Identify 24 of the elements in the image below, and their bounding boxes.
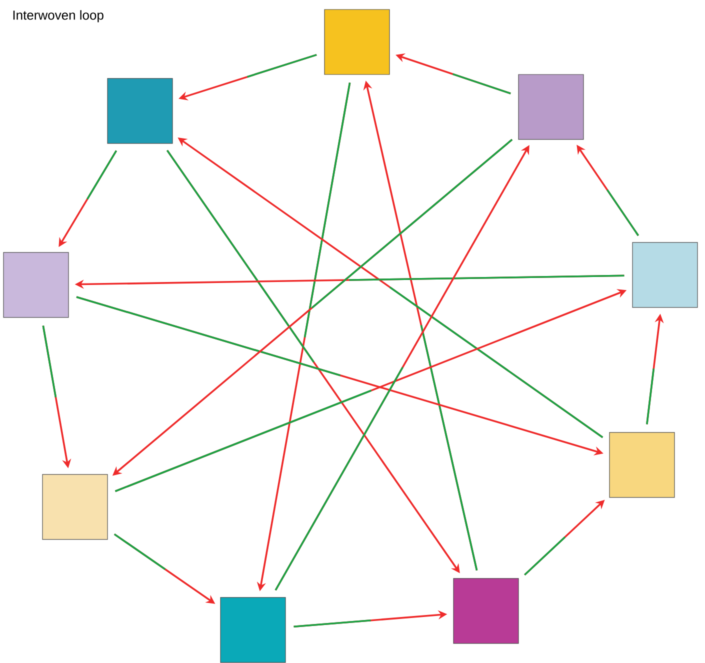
arrow xyxy=(177,136,604,438)
square xyxy=(632,242,698,308)
square xyxy=(609,432,675,498)
square xyxy=(42,474,108,540)
arrow xyxy=(58,150,118,248)
arrow xyxy=(112,138,513,476)
square xyxy=(3,252,69,318)
arrow xyxy=(166,150,461,574)
arrow xyxy=(363,80,478,571)
arrow xyxy=(294,610,448,628)
square xyxy=(453,578,519,644)
arrow xyxy=(576,144,640,236)
arrow xyxy=(114,533,216,605)
arrow xyxy=(274,144,530,591)
arrow xyxy=(114,289,627,492)
arrow xyxy=(42,326,72,468)
arrow xyxy=(524,499,606,576)
arrow xyxy=(74,274,624,289)
square xyxy=(518,74,584,140)
square xyxy=(324,9,390,75)
arrow xyxy=(178,54,317,100)
square xyxy=(107,78,173,144)
title: Interwoven loop xyxy=(13,10,104,22)
square xyxy=(220,597,286,663)
